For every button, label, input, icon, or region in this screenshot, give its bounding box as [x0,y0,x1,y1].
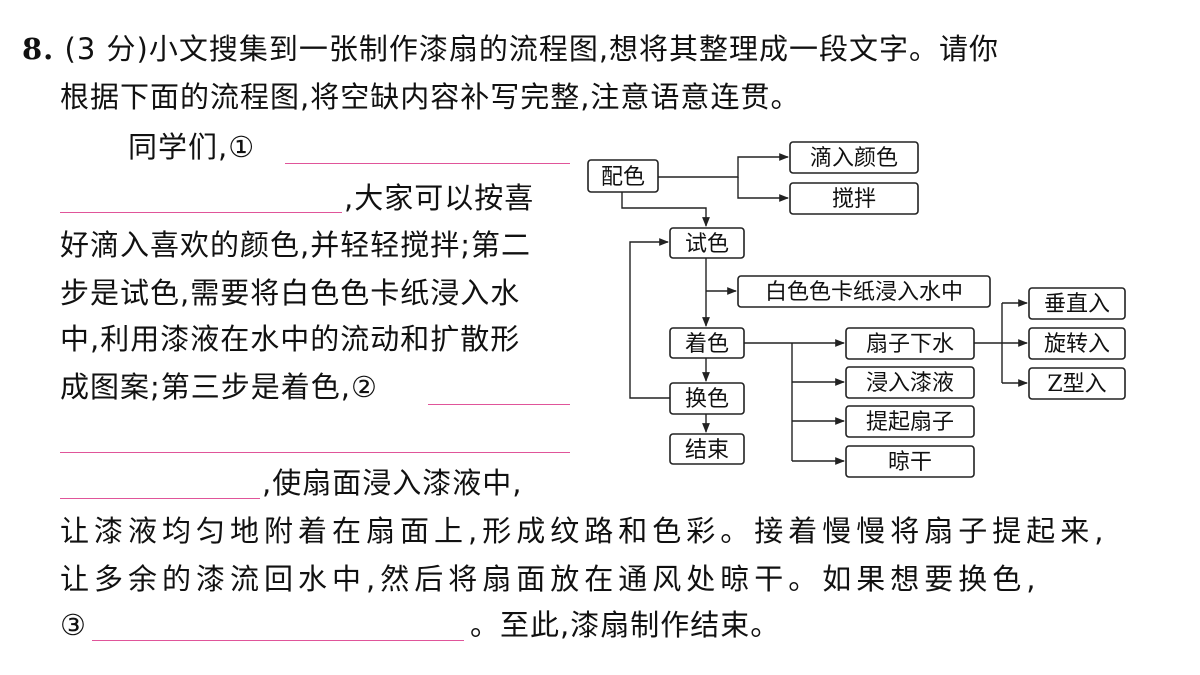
blank-1b[interactable] [60,212,342,213]
question-text-1: 小文搜集到一张制作漆扇的流程图,想将其整理成一段文字。请你 [148,32,1000,66]
box-baise: 白色色卡纸浸入水中 [737,275,991,308]
conn-peise-jiaoban [737,177,789,202]
box-zxing: Z型入 [1028,367,1126,400]
question-score: (3 分) [64,32,149,66]
box-tiqi: 提起扇子 [845,405,975,438]
box-xuanzhuan: 旋转入 [1028,327,1126,360]
box-jinru: 浸入漆液 [845,366,975,399]
passage-line-6: 成图案;第三步是着色,② [60,370,378,404]
blank-1a[interactable] [285,163,570,164]
box-diru-label: 滴入颜色 [810,146,898,171]
passage-line-10-marker: ③ [60,608,87,642]
conn-peise-branch [658,153,789,178]
question-number: 8. [22,32,55,66]
box-peise-label: 配色 [601,165,645,190]
blank-2c[interactable] [60,498,260,499]
box-tiqi-label: 提起扇子 [866,410,954,435]
passage-line-2: ,大家可以按喜 [344,181,535,215]
passage-line-7: ,使扇面浸入漆液中, [262,466,523,500]
box-shanzi-xiashui-label: 扇子下水 [866,332,954,357]
box-huanse-label: 换色 [685,387,729,412]
conn-peise-shise [621,192,710,227]
box-chuizhi: 垂直入 [1028,287,1126,320]
blank-2b[interactable] [60,452,570,453]
box-liang: 晾干 [845,445,975,478]
box-huanse: 换色 [669,382,745,415]
box-liang-label: 晾干 [888,450,932,475]
question-line-1: 8. (3 分)小文搜集到一张制作漆扇的流程图,想将其整理成一段文字。请你 [22,32,999,66]
conn-zhuose-huanse-loop [629,238,670,399]
box-jinru-label: 浸入漆液 [866,371,954,396]
box-zhuose: 着色 [669,327,745,359]
blank-3[interactable] [92,640,464,641]
passage-line-10-end: 。至此,漆扇制作结束。 [470,608,781,642]
box-jiaoban-label: 搅拌 [832,187,876,212]
passage-line-1: 同学们,① [128,130,256,164]
question-line-2: 根据下面的流程图,将空缺内容补写完整,注意语意连贯。 [60,80,800,114]
box-shise-label: 试色 [685,232,729,257]
box-jieshu: 结束 [669,433,745,465]
passage-line-9: 让多余的漆流回水中,然后将扇面放在通风处晾干。如果想要换色, [60,562,1041,596]
box-shanzi-xiashui: 扇子下水 [845,327,975,360]
box-shise: 试色 [669,227,745,259]
box-diru: 滴入颜色 [789,141,919,174]
box-jiaoban: 搅拌 [789,182,919,215]
blank-2a[interactable] [428,404,570,405]
box-jieshu-label: 结束 [685,438,729,463]
passage-line-3: 好滴入喜欢的颜色,并轻轻搅拌;第二 [60,228,531,262]
box-xuanzhuan-label: 旋转入 [1044,332,1110,357]
box-peise: 配色 [587,159,659,193]
box-baise-label: 白色色卡纸浸入水中 [765,280,963,305]
passage-line-8: 让漆液均匀地附着在扇面上,形成纹路和色彩。接着慢慢将扇子提起来, [60,514,1109,548]
box-zxing-label: Z型入 [1047,372,1106,397]
passage-line-4: 步是试色,需要将白色色卡纸浸入水 [60,276,521,310]
box-chuizhi-label: 垂直入 [1044,292,1110,317]
question-text-2: 根据下面的流程图,将空缺内容补写完整,注意语意连贯。 [60,80,801,114]
box-zhuose-label: 着色 [685,332,729,357]
passage-line-5: 中,利用漆液在水中的流动和扩散形 [60,322,521,356]
